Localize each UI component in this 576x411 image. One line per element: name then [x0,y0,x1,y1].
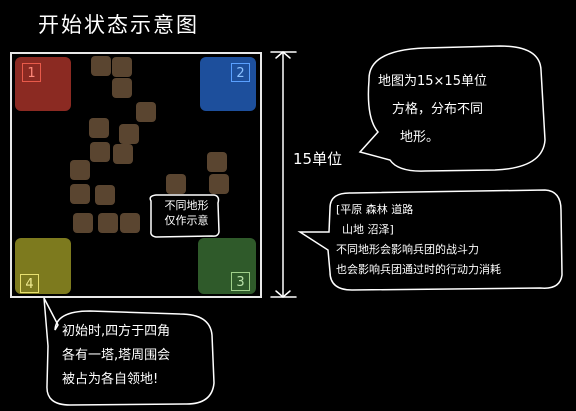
start-note-text: 初始时,四方于四角 各有一塔,塔周围会 被占为各自领地! [62,320,170,392]
terrain-note-line-2: 仅作示意 [164,214,209,227]
map-frame: 1 2 4 3 [10,52,262,298]
terrain-tile [120,213,140,233]
terrain-tile [166,174,186,194]
terrain-note-box [149,194,220,238]
terrain-tile [209,174,229,194]
map-note-line-2: 方格，分布不同 [392,102,484,117]
map-note-line-1: 地图为15×15单位 [378,74,487,89]
corner-label-4: 4 [20,274,39,293]
map-note-bubble [358,45,546,172]
terrain-bubble [297,189,563,291]
terrain-bubble-text: [平原 森林 道路 山地 沼泽] 不同地形会影响兵团的战斗力 也会影响兵团通过时… [336,200,501,280]
start-note-line-3: 被占为各自领地! [62,372,159,387]
corner-territory-2 [200,57,256,111]
terrain-tile [113,144,133,164]
terrain-tile [112,78,132,98]
corner-territory-3 [198,238,256,294]
terrain-tile [119,124,139,144]
terrain-tile [136,102,156,122]
terrain-tile [91,56,111,76]
terrain-tile [207,152,227,172]
start-note-line-1: 初始时,四方于四角 [62,324,171,339]
corner-territory-4 [15,238,71,294]
start-note-line-2: 各有一塔,塔周围会 [62,348,171,363]
corner-territory-1 [15,57,71,111]
page-title: 开始状态示意图 [38,13,199,37]
terrain-tile [90,142,110,162]
terrain-note-text: 不同地形 仅作示意 [159,198,214,228]
corner-label-1: 1 [22,63,41,82]
terrain-tile [70,160,90,180]
map-note-text: 地图为15×15单位 方格，分布不同 地形。 [378,68,487,152]
map-note-line-3: 地形。 [400,130,440,145]
terrain-tile [98,213,118,233]
terrain-bubble-line-1: [平原 森林 道路 [336,203,414,216]
corner-label-3: 3 [231,272,250,291]
corner-label-2: 2 [231,63,250,82]
terrain-tile [112,57,132,77]
terrain-bubble-line-2: 山地 沼泽] [342,223,394,236]
terrain-tile [89,118,109,138]
terrain-note-line-1: 不同地形 [164,199,209,212]
terrain-tile [95,185,115,205]
terrain-bubble-line-4: 也会影响兵团通过时的行动力消耗 [336,263,501,276]
terrain-tile [73,213,93,233]
terrain-bubble-line-3: 不同地形会影响兵团的战斗力 [336,243,479,256]
dimension-label: 15单位 [293,150,343,168]
terrain-tile [70,184,90,204]
start-note-bubble [43,297,215,406]
